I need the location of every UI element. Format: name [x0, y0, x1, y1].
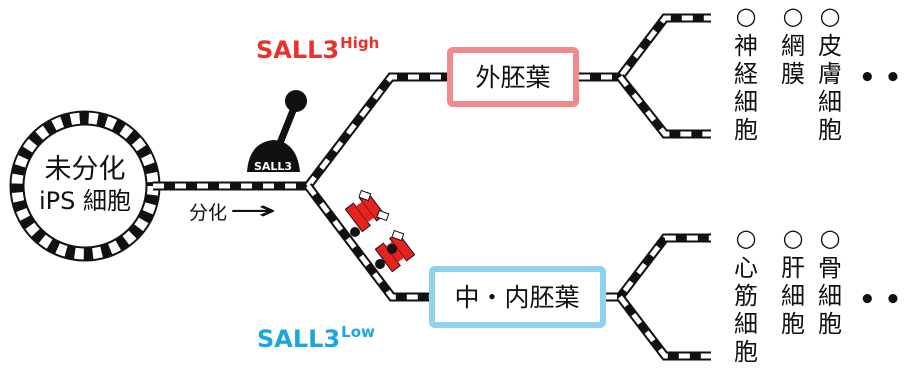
- lever-label: SALL3: [254, 160, 292, 173]
- svg-text:細: 細: [818, 88, 842, 116]
- output-column: ○ 肝 細 胞: [781, 224, 805, 338]
- svg-text:細: 細: [781, 282, 805, 310]
- svg-text:膜: 膜: [781, 60, 805, 88]
- svg-text:○: ○: [736, 2, 757, 30]
- svg-text:骨: 骨: [818, 254, 842, 282]
- train: [344, 189, 416, 273]
- svg-text:SALL3High: SALL3High: [256, 34, 379, 64]
- svg-text:○: ○: [820, 2, 841, 30]
- svg-text:経: 経: [734, 60, 758, 88]
- meso-endoderm-label: 中・内胚葉: [454, 283, 579, 312]
- svg-text:膚: 膚: [818, 60, 842, 88]
- svg-text:神: 神: [734, 32, 758, 60]
- lower-fork-track: [606, 233, 711, 361]
- svg-text:胞: 胞: [734, 338, 758, 366]
- svg-text:細: 細: [818, 282, 842, 310]
- sall3-high-marker: SALL3High: [256, 34, 379, 64]
- upper-fork-track: [579, 13, 711, 139]
- svg-text:細: 細: [734, 88, 758, 116]
- lower-branch-track: [304, 183, 432, 302]
- start-node-line1: 未分化: [45, 154, 126, 185]
- ectoderm-label: 外胚葉: [475, 63, 550, 92]
- svg-text:網: 網: [781, 32, 805, 60]
- svg-text:胞: 胞: [818, 310, 842, 338]
- svg-text:筋: 筋: [734, 282, 758, 310]
- svg-text:胞: 胞: [818, 116, 842, 144]
- meso-endoderm-box: [429, 266, 606, 328]
- differentiation-arrow: →: [229, 196, 277, 226]
- output-column: ○ 心 筋 細 胞: [734, 224, 758, 366]
- switch-lever: [247, 90, 307, 172]
- ectoderm-output-list: ○ 神 経 細 胞 ○ 網 膜 ○ 皮 膚 細 胞 • • •: [734, 2, 909, 144]
- upper-branch-track: [304, 72, 448, 189]
- svg-text:SALL3Low: SALL3Low: [257, 323, 375, 353]
- start-node-line2: iPS 細胞: [39, 187, 131, 215]
- svg-text:○: ○: [736, 224, 757, 252]
- start-node-track: [9, 110, 161, 262]
- ectoderm-box: [447, 47, 579, 107]
- ectoderm-more-ellipsis: • • •: [859, 63, 909, 93]
- svg-text:胞: 胞: [734, 116, 758, 144]
- svg-text:胞: 胞: [781, 310, 805, 338]
- svg-text:細: 細: [734, 310, 758, 338]
- differentiation-label: 分化: [189, 202, 227, 224]
- svg-text:肝: 肝: [781, 254, 805, 282]
- meso-endoderm-more-ellipsis: • • •: [859, 285, 909, 315]
- output-column: ○ 神 経 細 胞: [734, 2, 758, 144]
- output-column: ○ 骨 細 胞: [818, 224, 842, 338]
- output-column: ○ 皮 膚 細 胞: [818, 2, 842, 144]
- svg-text:○: ○: [783, 2, 804, 30]
- output-column: ○ 網 膜: [781, 2, 805, 88]
- svg-text:○: ○: [820, 224, 841, 252]
- svg-text:○: ○: [783, 224, 804, 252]
- sall3-low-marker: SALL3Low: [257, 323, 375, 353]
- meso-endoderm-output-list: ○ 心 筋 細 胞 ○ 肝 細 胞 ○ 骨 細 胞 • • •: [734, 224, 909, 366]
- svg-text:心: 心: [734, 254, 758, 282]
- svg-text:皮: 皮: [818, 32, 842, 60]
